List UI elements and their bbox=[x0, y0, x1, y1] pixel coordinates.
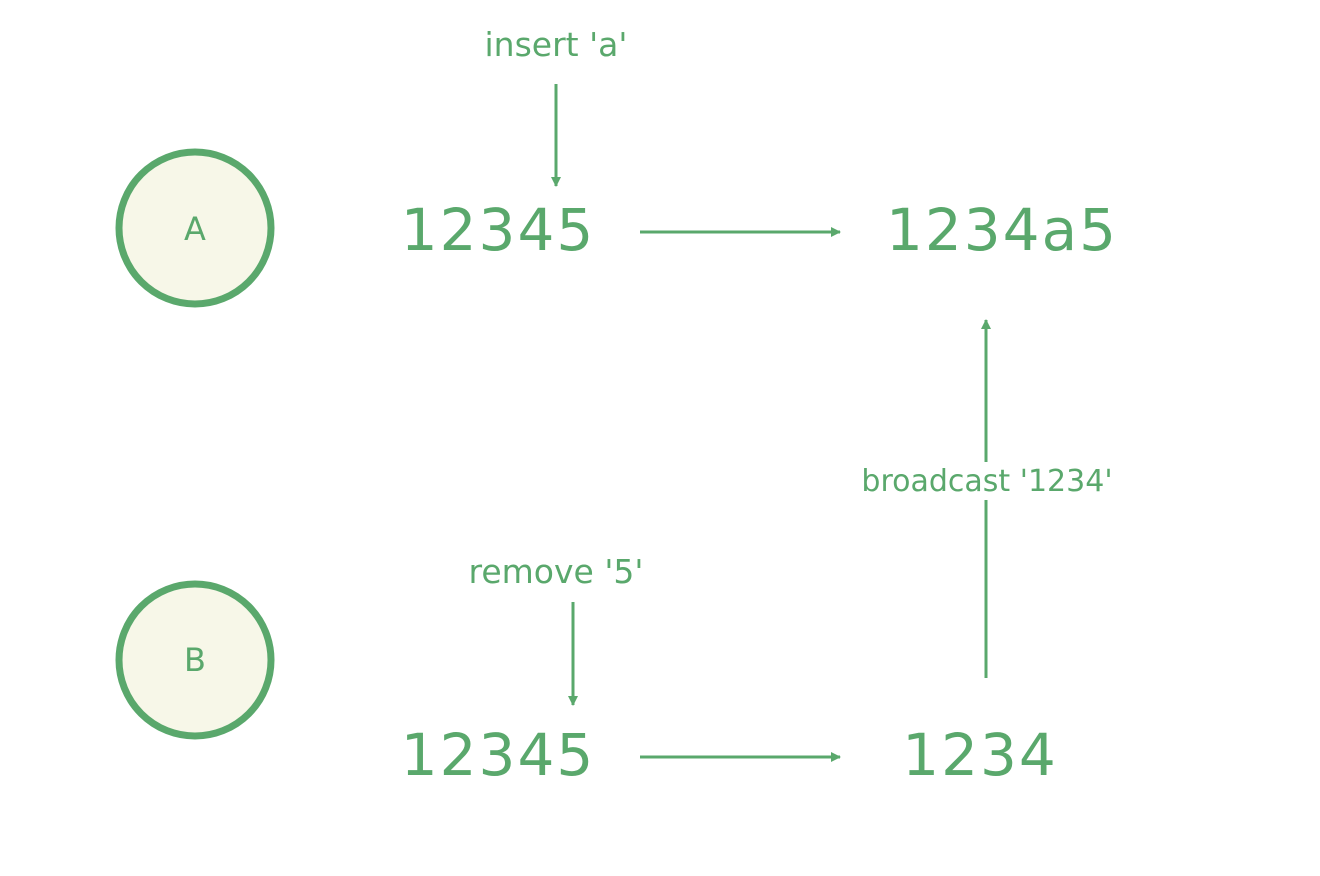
op-broadcast-label: broadcast '1234' bbox=[861, 464, 1112, 499]
state-b-final: 1234 bbox=[902, 721, 1058, 789]
node-b-label: B bbox=[184, 641, 206, 679]
op-remove-label: remove '5' bbox=[469, 552, 644, 591]
node-b-circle bbox=[115, 580, 275, 740]
state-b-initial: 12345 bbox=[401, 721, 596, 789]
node-a-circle bbox=[115, 148, 275, 308]
node-a: A bbox=[115, 148, 275, 308]
node-b: B bbox=[115, 580, 275, 740]
op-insert-label: insert 'a' bbox=[485, 25, 628, 64]
state-a-initial: 12345 bbox=[401, 196, 596, 264]
node-a-label: A bbox=[184, 210, 206, 248]
state-a-final: 1234a5 bbox=[886, 196, 1118, 264]
